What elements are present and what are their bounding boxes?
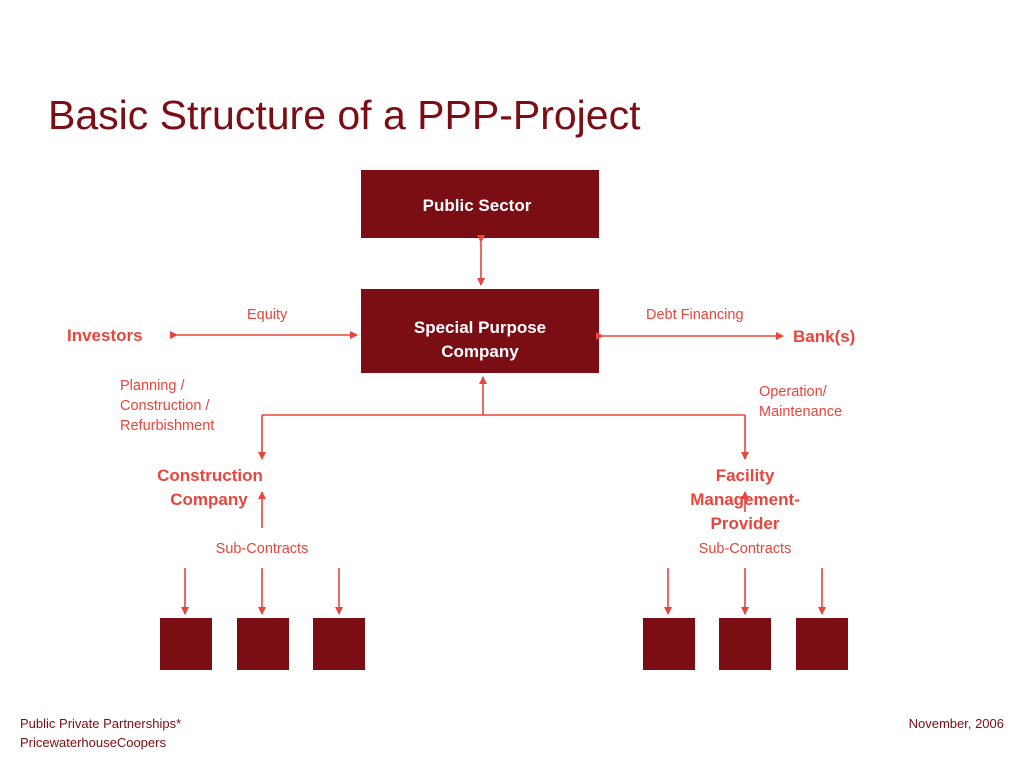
banks-label: Bank(s) [793,327,855,346]
planning-label-line2: Construction / [120,398,210,414]
spc-label-line2: Company [441,342,519,361]
public-sector-box [361,170,599,238]
equity-label: Equity [247,307,288,323]
footer-date: November, 2006 [908,716,1004,731]
debt-financing-label: Debt Financing [646,307,744,323]
sub-contracts-left-label: Sub-Contracts [216,541,309,557]
footer-publication: Public Private Partnerships* [20,716,182,731]
footer-left: Public Private Partnerships* Pricewaterh… [20,714,181,752]
sub-contracts-right-label: Sub-Contracts [699,541,792,557]
planning-label-line1: Planning / [120,378,185,394]
left-subcontractor-box-2 [237,618,289,670]
operation-label-line2: Maintenance [759,404,842,420]
special-purpose-company-box [361,289,599,373]
public-sector-label: Public Sector [423,196,532,215]
right-subcontractor-box-3 [796,618,848,670]
planning-label-line3: Refurbishment [120,418,214,434]
facility-provider-line1: Facility [716,466,775,485]
slide-title: Basic Structure of a PPP-Project [48,92,641,138]
right-subcontractor-box-2 [719,618,771,670]
construction-company-line1: Construction [157,466,263,485]
construction-company-line2: Company [170,490,248,509]
investors-label: Investors [67,326,143,345]
operation-label-line1: Operation/ [759,384,828,400]
spc-label-line1: Special Purpose [414,318,546,337]
left-subcontractor-box-3 [313,618,365,670]
footer-company: PricewaterhouseCoopers [20,735,166,750]
facility-provider-line3: Provider [711,514,780,533]
right-subcontractor-box-1 [643,618,695,670]
left-subcontractor-box-1 [160,618,212,670]
